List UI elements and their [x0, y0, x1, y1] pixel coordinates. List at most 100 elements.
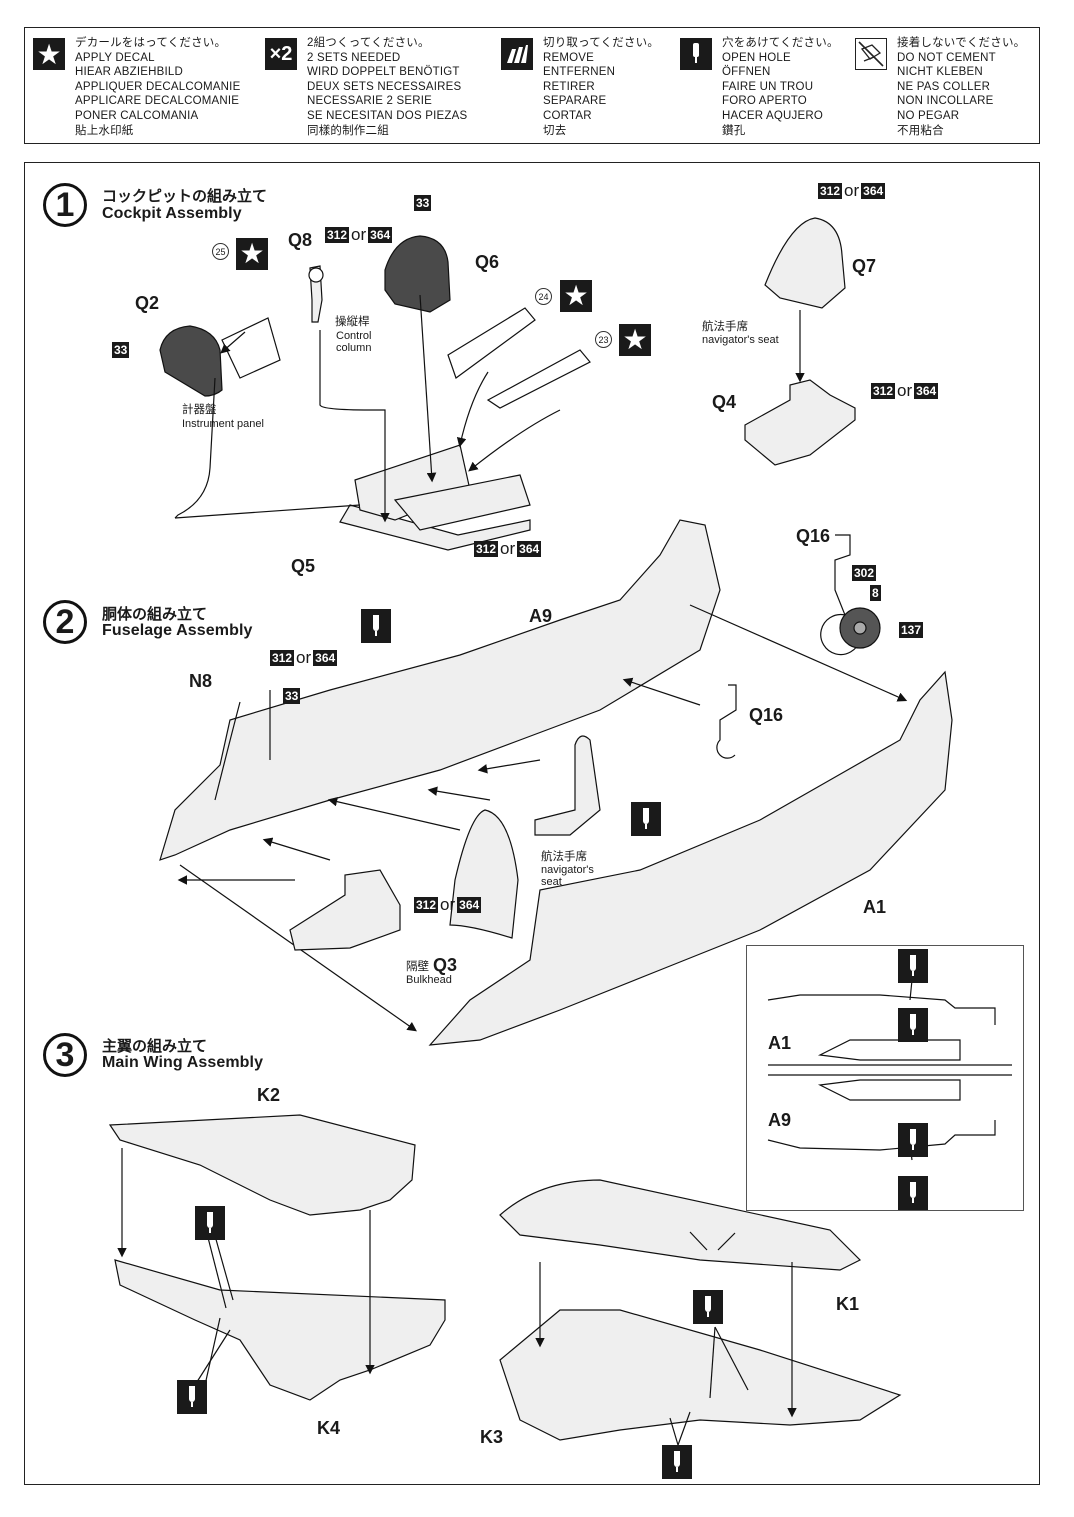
bulkhead-caption-en: Bulkhead [406, 974, 452, 986]
navigator-seat-caption-en: navigator's [541, 864, 594, 876]
legend-text: HACER AQUJERO [722, 109, 824, 122]
instrument-panel-caption-en: Instrument panel [182, 418, 264, 430]
decal-number-23: 23 [595, 331, 612, 348]
legend-text: 同樣的制作二組 [307, 124, 389, 137]
part-label-q4: Q4 [712, 392, 737, 412]
part-k1-wing [499, 1179, 862, 1271]
step-2-title-jp: 胴体の組み立て [102, 606, 208, 623]
x2-icon: ×2 [265, 38, 297, 70]
paint-code-33: 33 [283, 688, 301, 704]
no-cement-icon [855, 38, 887, 70]
part-q3-bulkhead [449, 809, 519, 939]
legend-text: デカールをはってください。 [75, 37, 227, 49]
legend-text: PONER CALCOMANIA [75, 109, 199, 122]
legend-text: WIRD DOPPELT BENÖTIGT [307, 66, 460, 79]
open-hole-icon [662, 1445, 692, 1479]
legend-text: SEPARARE [543, 95, 607, 108]
open-hole-icon [177, 1380, 207, 1414]
part-label-q16: Q16 [749, 705, 784, 725]
open-hole-icon [361, 609, 391, 643]
decal-number-25: 25 [212, 243, 229, 260]
legend-text: REMOVE [543, 51, 595, 64]
part-k4-wing [114, 1259, 446, 1401]
hole-detail-inset [746, 945, 1024, 1211]
paint-code-302: 302 [852, 565, 877, 581]
apply-decal-icon: ★ [560, 280, 592, 312]
legend-text: 貼上水印紙 [75, 124, 134, 137]
legend-text: FORO APERTO [722, 95, 807, 108]
legend-text: DO NOT CEMENT [897, 51, 996, 64]
control-column-caption-en: Control [336, 330, 372, 342]
part-label-a1: A1 [863, 897, 887, 917]
decal-24-shape [447, 307, 536, 379]
part-k2-wing [108, 1114, 416, 1216]
open-hole-icon [631, 802, 661, 836]
decal-number-24: 24 [535, 288, 552, 305]
instrument-panel-caption-jp: 計器盤 [182, 404, 217, 416]
open-hole-icon [898, 1123, 928, 1157]
legend-text: ENTFERNEN [543, 66, 616, 79]
legend-text: APPLIQUER DECALCOMANIE [75, 80, 241, 93]
part-label-k4: K4 [317, 1418, 341, 1438]
legend-text: RETIRER [543, 80, 595, 93]
legend-text: 接着しないでください。 [897, 37, 1026, 49]
part-q2-panel [159, 325, 223, 397]
part-label-q3: Q3 [433, 955, 458, 975]
part-label-a9: A9 [529, 606, 553, 626]
part-label-q6: Q6 [475, 252, 500, 272]
legend-text: CORTAR [543, 109, 592, 122]
part-a9-fuselage [159, 519, 721, 861]
inset-label-a9: A9 [768, 1110, 792, 1130]
apply-decal-icon: ★ [619, 324, 651, 356]
paint-code-33: 33 [112, 342, 130, 358]
step-2-title-en: Fuselage Assembly [102, 622, 253, 639]
part-label-k2: K2 [257, 1085, 281, 1105]
part-label-q16: Q16 [796, 526, 831, 546]
legend-text: 鑽孔 [722, 124, 746, 137]
legend-text: OPEN HOLE [722, 51, 791, 64]
part-label-q7: Q7 [852, 256, 877, 276]
step-3-title-jp: 主翼の組み立て [102, 1038, 208, 1055]
open-hole-icon [898, 1176, 928, 1210]
open-hole-icon [898, 1008, 928, 1042]
legend-text: 切去 [543, 124, 567, 137]
inset-label-a1: A1 [768, 1033, 792, 1053]
part-label-q8: Q8 [288, 230, 313, 250]
part-label-q5: Q5 [291, 556, 316, 576]
open-hole-icon [195, 1206, 225, 1240]
paint-code-33: 33 [414, 195, 432, 211]
part-label-k1: K1 [836, 1294, 860, 1314]
legend-text: 穴をあけてください。 [722, 37, 839, 49]
navigator-seat-caption-jp: 航法手席 [541, 851, 587, 863]
control-column-caption-en: column [336, 342, 372, 354]
navigator-seat-caption-en: navigator's seat [702, 334, 779, 346]
step-1-number: 1 [43, 183, 87, 227]
cut-remove-icon [501, 38, 533, 70]
legend-text: NICHT KLEBEN [897, 66, 983, 79]
star-decal-icon: ★ [33, 38, 65, 70]
part-q6-seat [384, 235, 451, 313]
legend-text: NON INCOLLARE [897, 95, 994, 108]
legend-text: NO PEGAR [897, 109, 960, 122]
instructions-panel [24, 162, 1040, 1485]
decal-23-shape [486, 349, 591, 409]
legend-text: FAIRE UN TROU [722, 80, 814, 93]
legend-text: NE PAS COLLER [897, 80, 991, 93]
legend-text: DEUX SETS NECESSAIRES [307, 80, 462, 93]
part-label-q2: Q2 [135, 293, 160, 313]
part-label-n8: N8 [189, 671, 213, 691]
part-a1-fuselage [428, 670, 953, 1046]
legend-text: 2 SETS NEEDED [307, 51, 401, 64]
legend-text: APPLICARE DECALCOMANIE [75, 95, 240, 108]
legend-text: 切り取ってください。 [543, 37, 660, 49]
bulkhead-caption-jp: 隔壁 [406, 961, 429, 973]
step-1-title-jp: コックピットの組み立て [102, 188, 268, 205]
step-1-title-en: Cockpit Assembly [102, 205, 242, 222]
drill-hole-icon [680, 38, 712, 70]
